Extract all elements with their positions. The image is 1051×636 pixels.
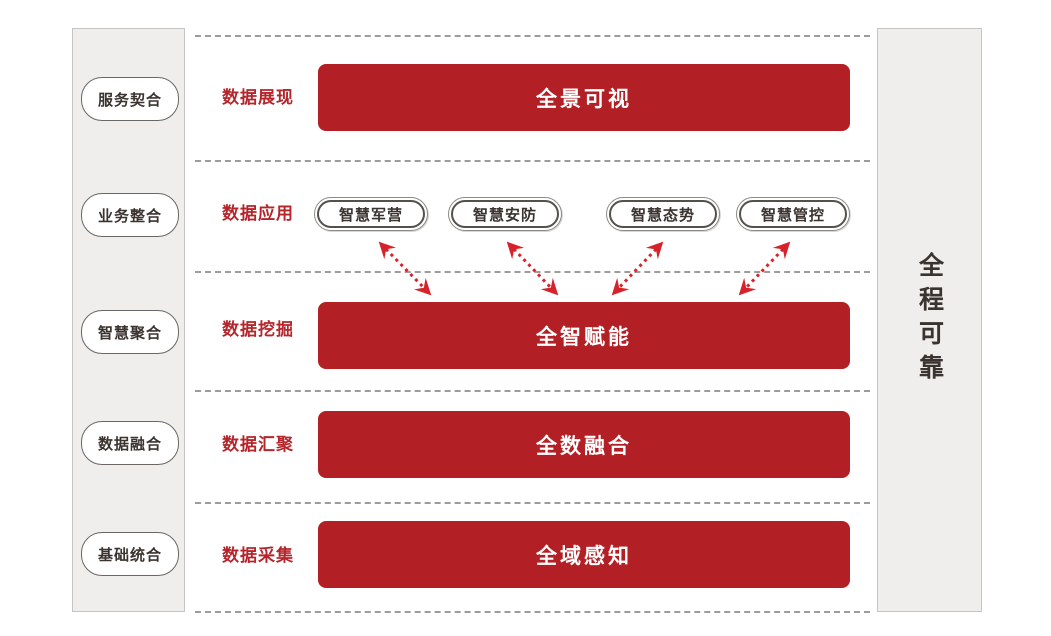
- bar-full-data-fusion: 全数融合: [318, 411, 850, 478]
- left-pill-basic-unification: 基础统合: [81, 532, 179, 576]
- right-reliability-panel: 全程可靠: [877, 28, 982, 612]
- left-capability-panel: 服务契合 业务整合 智慧聚合 数据融合 基础统合: [72, 28, 185, 612]
- app-pill-smart-situation: 智慧态势: [606, 197, 720, 231]
- vertical-title-full-reliability: 全程可靠: [915, 252, 944, 388]
- app-pill-smart-barracks: 智慧军营: [314, 197, 428, 231]
- bar-full-intelligence: 全智赋能: [318, 302, 850, 369]
- row-label-data-convergence: 数据汇聚: [222, 435, 294, 454]
- left-pill-service-fit: 服务契合: [81, 77, 179, 121]
- row-label-data-presentation: 数据展现: [222, 88, 294, 107]
- left-pill-data-fusion: 数据融合: [81, 421, 179, 465]
- app-pill-smart-barracks-label: 智慧军营: [317, 200, 425, 228]
- app-pill-smart-security: 智慧安防: [448, 197, 562, 231]
- divider-row4-5: [195, 502, 870, 504]
- double-arrow-3: [611, 241, 664, 296]
- row-label-data-mining: 数据挖掘: [222, 320, 294, 339]
- double-arrow-2: [506, 241, 559, 296]
- row-label-data-collection: 数据采集: [222, 546, 294, 565]
- double-arrow-4: [738, 241, 791, 296]
- divider-top: [195, 35, 870, 37]
- left-pill-smart-aggregation: 智慧聚合: [81, 310, 179, 354]
- bar-panoramic-visibility: 全景可视: [318, 64, 850, 131]
- row-label-data-application: 数据应用: [222, 204, 294, 223]
- divider-bottom: [195, 611, 870, 613]
- left-pill-business-integration: 业务整合: [81, 193, 179, 237]
- divider-row3-4: [195, 390, 870, 392]
- app-pill-smart-control: 智慧管控: [736, 197, 850, 231]
- divider-row1-2: [195, 160, 870, 162]
- app-pill-smart-control-label: 智慧管控: [739, 200, 847, 228]
- app-pill-smart-situation-label: 智慧态势: [609, 200, 717, 228]
- double-arrow-1: [378, 241, 432, 296]
- divider-row2-3: [195, 271, 870, 273]
- bar-full-domain-sensing: 全域感知: [318, 521, 850, 588]
- app-pill-smart-security-label: 智慧安防: [451, 200, 559, 228]
